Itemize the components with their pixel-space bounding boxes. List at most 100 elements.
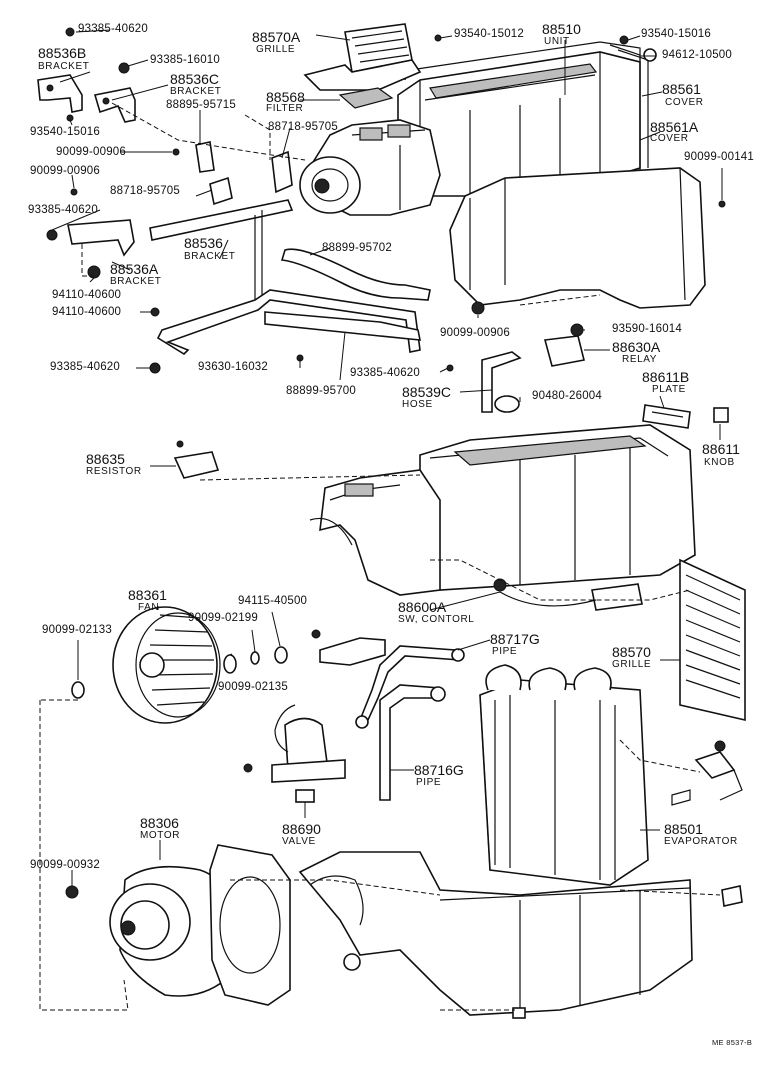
callout-part-number: 88611B [642,369,690,385]
upper-grille [303,23,422,109]
relay [543,323,585,367]
callout-part-number: 93540-15016 [641,28,711,40]
callout-part-number: 88600A [398,599,447,615]
callout-part-name: SW, CONTORL [398,614,475,625]
callout-part-name: GRILLE [612,659,652,670]
callout-part-name: PLATE [652,384,686,395]
callout-part-number: 94115-40500 [238,595,308,607]
callout-part-name: RELAY [622,354,658,365]
callout-part-number: 90099-00906 [440,327,510,339]
lower-case [298,851,693,1019]
callout-part-number: 88716G [414,762,464,778]
callout-part-name: EVAPORATOR [664,836,738,847]
callout-part-number: 88718-95705 [110,185,180,197]
callout-part-name: BRACKET [170,86,222,97]
callout-part-number: 88717G [490,631,540,647]
callout-part-name: KNOB [704,457,735,468]
callout-part-number: 90099-00932 [30,859,100,871]
callout-part-number: 93385-40620 [50,361,120,373]
callout-part-number: 88306 [140,815,179,831]
pipe-88717g [355,645,465,729]
callout-part-number: 88561 [662,81,701,97]
blower-motor [65,865,231,997]
callout-part-name: PIPE [416,777,442,788]
callout-part-number: 90099-00141 [684,151,754,163]
callout-part-number: 88536C [170,71,220,87]
callout-part-number: 88570 [612,644,651,660]
callout-part-number: 88570A [252,29,301,45]
callout-part-name: UNIT [544,36,570,47]
bracket-88536b [37,74,83,113]
hose-88899-95702 [280,248,431,301]
callout-part-number: 94110-40600 [52,306,122,318]
evaporator [479,664,649,886]
motor-gasket [209,844,291,1006]
callout-part-number: 88899-95700 [286,385,356,397]
clip [721,885,743,907]
callout-part-name: PIPE [492,646,518,657]
drain-support-rod [156,210,421,356]
callout-part-name: FILTER [266,103,304,114]
resistor [173,440,220,479]
callout-part-number: 88899-95702 [322,242,392,254]
washers [71,646,288,699]
clamp-pieces [195,141,293,206]
callout-part-name: BRACKET [38,61,90,72]
upper-unit-case [397,41,641,197]
callout-part-name: HOSE [402,399,433,410]
pipe-88716g [379,684,446,801]
callout-part-number: 94110-40600 [52,289,122,301]
upper-blower-housing [299,119,441,216]
callout-part-number: 88536 [184,235,223,251]
callout-part-number: 93385-40620 [78,23,148,35]
hose-88899-95700 [264,311,421,341]
callout-part-name: VALVE [282,836,316,847]
callout-part-number: 88611 [702,441,740,457]
callout-part-number: 93540-15012 [454,28,524,40]
leader-lines [39,29,723,1011]
callout-part-number: 88510 [542,21,581,37]
callout-part-name: RESISTOR [86,466,142,477]
callout-part-name: COVER [650,133,689,144]
hose-88539c [481,351,522,413]
callout-part-number: 93630-16032 [198,361,268,373]
callout-part-number: 88561A [650,119,699,135]
callout-part-number: 88536A [110,261,159,277]
fasteners-top [65,27,726,374]
pipe-clamp [311,629,386,666]
side-grille [679,558,746,722]
callout-part-number: 90099-00906 [56,146,126,158]
callout-part-number: 88501 [664,821,703,837]
callout-part-number: 88690 [282,821,321,837]
evaporator-sensor [671,740,743,806]
callout-part-number: 88539C [402,384,452,400]
callout-part-number: 88635 [86,451,125,467]
callout-part-number: 88718-95705 [268,121,338,133]
expansion-valve [243,704,346,803]
callout-part-number: 93385-40620 [350,367,420,379]
callout-part-number: 90099-02199 [188,612,258,624]
callout-part-number: 88895-95715 [166,99,236,111]
callout-part-number: 90099-02133 [42,624,112,636]
bracket-88536a [46,219,135,257]
plate [642,404,691,429]
callout-part-number: 93385-40620 [28,204,98,216]
callout-part-number: 90099-00906 [30,165,100,177]
callout-part-name: COVER [665,97,704,108]
callout-part-number: 90099-02135 [218,681,288,693]
callout-part-number: 93540-15016 [30,126,100,138]
blower-fan [112,606,221,724]
callout-part-name: FAN [138,602,160,613]
callout-part-number: 88630A [612,339,661,355]
callout-part-number: 88361 [128,587,167,603]
front-cover [449,167,706,309]
callout-part-number: 93590-16014 [612,323,682,335]
middle-upper-case [309,424,696,596]
callout-part-name: BRACKET [184,251,236,262]
callout-part-name: MOTOR [140,830,181,841]
callout-part-number: 88536B [38,45,87,61]
long-bracket-88536 [149,199,294,241]
callout-part-name: BRACKET [110,276,162,287]
